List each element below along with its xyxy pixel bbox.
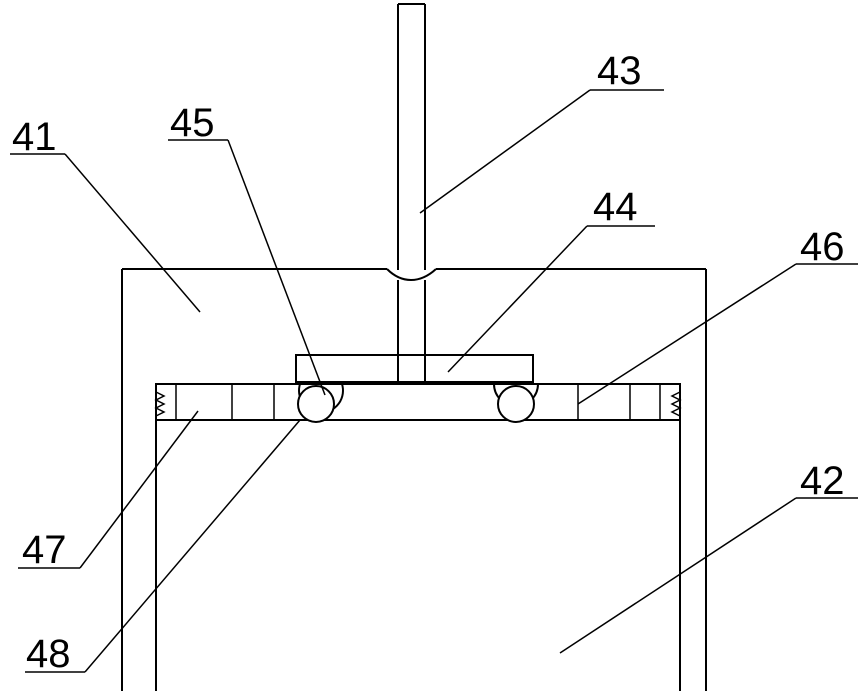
outer-housing xyxy=(122,269,706,691)
vertical-rod xyxy=(387,4,436,380)
label-45: 45 xyxy=(170,101,215,145)
label-44: 44 xyxy=(593,185,638,229)
inner-body xyxy=(156,420,680,691)
label-48: 48 xyxy=(26,632,71,676)
label-42: 42 xyxy=(800,459,845,503)
label-43: 43 xyxy=(597,49,642,93)
label-47: 47 xyxy=(22,528,67,572)
clamping-plate xyxy=(296,355,533,382)
label-41: 41 xyxy=(12,115,57,159)
label-46: 46 xyxy=(800,225,845,269)
